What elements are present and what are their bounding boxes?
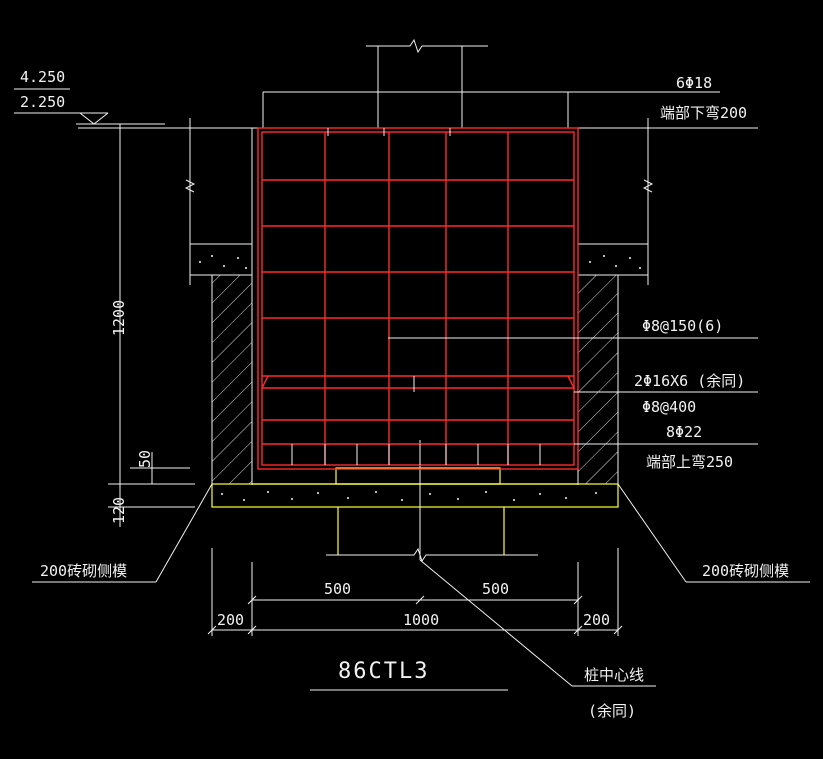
rebar-cage xyxy=(257,127,579,470)
dim-bed: 120 xyxy=(110,497,128,524)
centerline-leader: 桩中心线 (余同) xyxy=(419,559,656,720)
dim-right: 200 xyxy=(583,611,610,629)
note-side-bars: 2Φ16X6 (余同) xyxy=(634,372,745,390)
elevation-bottom-label: 2.250 xyxy=(20,93,65,111)
concrete-bed xyxy=(211,467,619,508)
label-formwork-right: 200砖砌侧模 xyxy=(702,562,789,580)
drawing-title: 86CTL3 xyxy=(338,659,429,684)
label-formwork-left: 200砖砌侧模 xyxy=(40,562,127,580)
piles xyxy=(326,440,538,563)
dim-half-left: 500 xyxy=(324,580,351,598)
label-pile-centerline-note: (余同) xyxy=(588,702,636,720)
label-pile-centerline: 桩中心线 xyxy=(584,666,644,684)
dim-height: 1200 xyxy=(110,300,128,336)
dim-small: 50 xyxy=(136,450,154,468)
brick-formwork xyxy=(211,274,619,485)
note-top-hook: 端部下弯200 xyxy=(660,104,747,122)
elevation-marker: 4.250 2.250 xyxy=(14,68,165,125)
column-stub xyxy=(78,38,758,129)
rebar-callouts: 6Φ18 端部下弯200 Φ8@150(6) 2Φ16X6 (余同) Φ8@40… xyxy=(388,74,758,471)
height-dimensions: 1200 50 120 xyxy=(108,123,195,527)
note-bottom-hook: 端部上弯250 xyxy=(646,453,733,471)
width-dimensions: 500 500 200 1000 200 xyxy=(207,548,623,636)
dim-total: 1000 xyxy=(403,611,439,629)
note-bottom-bars: 8Φ22 xyxy=(666,423,702,441)
formwork-leaders: 200砖砌侧模 200砖砌侧模 xyxy=(32,483,810,583)
note-ties: Φ8@400 xyxy=(642,398,696,416)
elevation-top-label: 4.250 xyxy=(20,68,65,86)
drawing-title-block: 86CTL3 xyxy=(310,659,508,691)
note-stirrups: Φ8@150(6) xyxy=(642,317,723,335)
dim-half-right: 500 xyxy=(482,580,509,598)
note-top-bars: 6Φ18 xyxy=(676,74,712,92)
dim-left: 200 xyxy=(217,611,244,629)
